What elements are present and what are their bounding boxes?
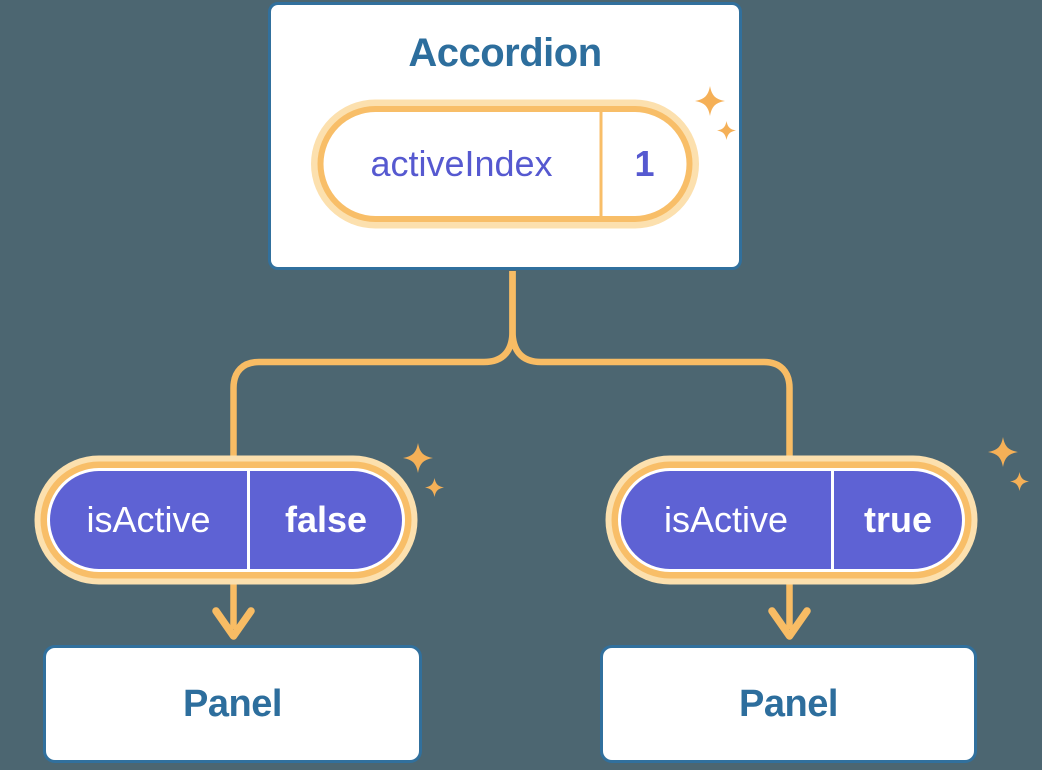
state-name-label: activeIndex [370, 143, 553, 184]
prop-pill-isactive-true: isActive true [621, 471, 962, 569]
panel-component-card-left: Panel [43, 645, 422, 763]
panel-title: Panel [183, 682, 282, 725]
pill-divider [831, 471, 834, 569]
prop-pill-isactive-false: isActive false [50, 471, 402, 569]
prop-value: false [284, 499, 368, 540]
arrow-down-icon [768, 607, 811, 640]
panel-component-card-right: Panel [600, 645, 977, 763]
state-pill: activeIndex 1 [323, 112, 687, 216]
panel-title: Panel [739, 682, 838, 725]
branch-line-left [230, 271, 516, 629]
prop-value: true [863, 499, 932, 540]
branch-line-right [509, 271, 793, 629]
prop-name-label: isActive [663, 499, 789, 540]
accordion-component-card: Accordion activeIndex 1 [268, 2, 742, 270]
state-value: 1 [634, 143, 655, 184]
pill-divider [247, 471, 250, 569]
arrow-down-icon [212, 607, 255, 640]
prop-name-label: isActive [86, 499, 211, 540]
sparkle-icon [403, 443, 444, 497]
sparkle-icon [695, 86, 736, 140]
sparkle-icon [988, 437, 1029, 491]
pill-divider [599, 112, 603, 216]
accordion-title: Accordion [408, 31, 602, 75]
